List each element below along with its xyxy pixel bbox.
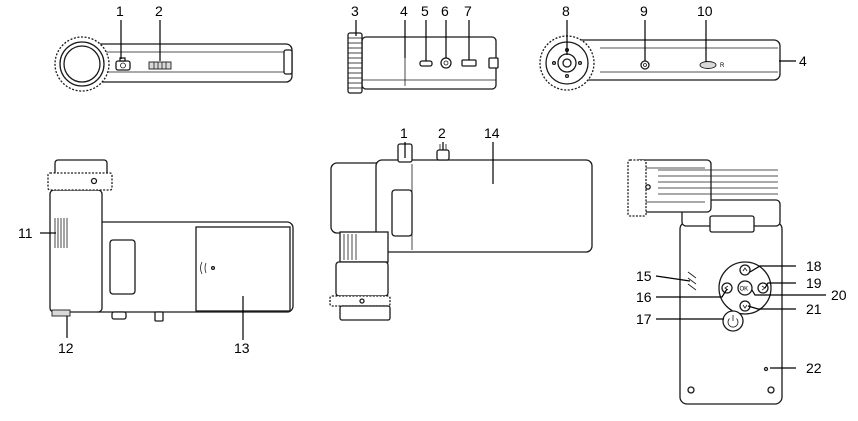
right-button bbox=[757, 282, 769, 294]
left-focus-ring bbox=[47, 172, 113, 191]
reset-mark: R bbox=[720, 63, 725, 69]
callout-4-bottom: 4 bbox=[799, 53, 807, 69]
view-left bbox=[47, 159, 294, 322]
front-button-2 bbox=[436, 149, 450, 161]
front-lens bbox=[335, 261, 389, 297]
front-screen-body bbox=[375, 159, 593, 253]
side-port-6 bbox=[440, 57, 452, 69]
power-icon bbox=[727, 315, 739, 328]
back-focus-ring bbox=[627, 159, 647, 217]
view-top bbox=[54, 36, 293, 92]
callout-5: 5 bbox=[421, 3, 429, 19]
callout-16: 16 bbox=[636, 289, 652, 305]
callout-21: 21 bbox=[806, 301, 822, 317]
up-button bbox=[739, 264, 751, 276]
callout-3: 3 bbox=[351, 3, 359, 19]
view-side bbox=[347, 32, 499, 94]
reset-hole bbox=[763, 366, 769, 372]
callout-17: 17 bbox=[636, 311, 652, 327]
callout-9: 9 bbox=[640, 3, 648, 19]
callout-2-front: 2 bbox=[438, 125, 446, 141]
callout-4-side: 4 bbox=[400, 3, 408, 19]
arrow-down-icon bbox=[742, 304, 748, 309]
left-column bbox=[49, 189, 103, 313]
toggle-switch bbox=[148, 61, 172, 70]
speaker-grille bbox=[687, 271, 697, 291]
view-bottom: R bbox=[539, 35, 781, 91]
callout-10: 10 bbox=[697, 3, 713, 19]
callout-20: 20 bbox=[831, 287, 847, 303]
callout-8: 8 bbox=[562, 3, 570, 19]
bottom-body bbox=[561, 39, 781, 81]
callout-22: 22 bbox=[806, 360, 822, 376]
bottom-screw bbox=[640, 60, 650, 70]
left-button bbox=[721, 282, 733, 294]
callout-19: 19 bbox=[806, 275, 822, 291]
callout-14: 14 bbox=[484, 125, 500, 141]
reset-slot bbox=[699, 61, 717, 69]
callout-1-top: 1 bbox=[116, 3, 124, 19]
side-port-5 bbox=[419, 60, 433, 67]
callout-11: 11 bbox=[18, 225, 33, 241]
callout-labels: 1 2 3 4 5 6 7 8 9 10 4 1 2 14 11 12 13 1… bbox=[18, 3, 847, 376]
callout-7: 7 bbox=[464, 3, 472, 19]
callout-6: 6 bbox=[441, 3, 449, 19]
bottom-edge-12 bbox=[51, 309, 71, 317]
callout-15: 15 bbox=[636, 268, 652, 284]
view-front bbox=[329, 143, 593, 321]
view-back: OK bbox=[627, 159, 783, 405]
callout-1-front: 1 bbox=[400, 125, 408, 141]
callout-2-top: 2 bbox=[155, 3, 163, 19]
camera-icon bbox=[115, 57, 131, 71]
side-port-7 bbox=[461, 59, 477, 67]
callout-12: 12 bbox=[58, 340, 74, 356]
ok-button bbox=[737, 280, 753, 296]
svg-text:OK: OK bbox=[740, 287, 749, 293]
arrow-up-icon bbox=[742, 267, 748, 272]
leader-lines bbox=[40, 20, 826, 369]
callout-18: 18 bbox=[806, 258, 822, 274]
callout-13: 13 bbox=[234, 340, 250, 356]
